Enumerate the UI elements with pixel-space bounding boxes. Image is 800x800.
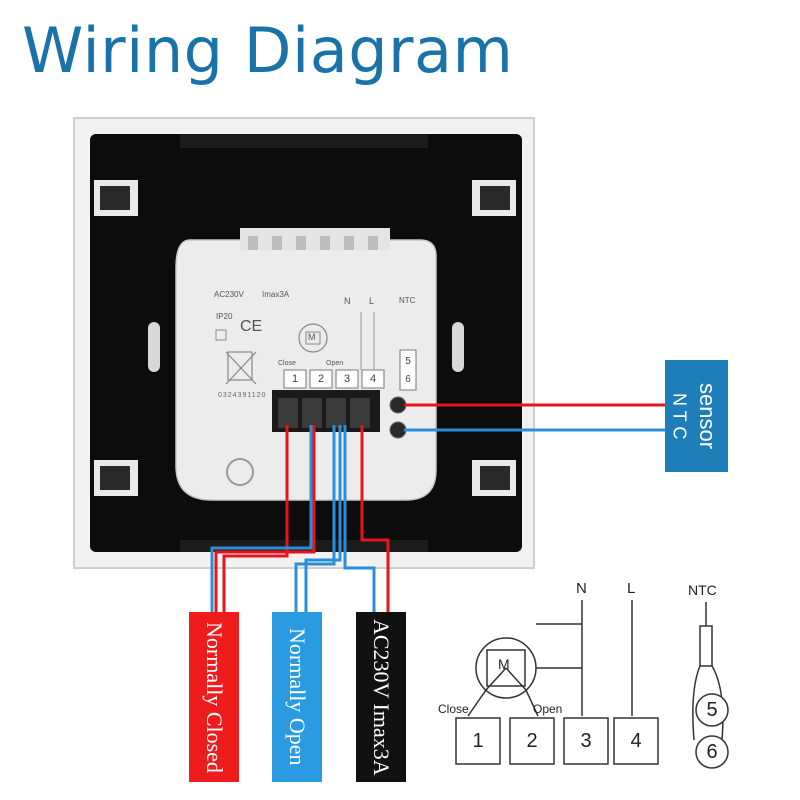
schematic-terminals [455, 693, 729, 769]
schematic-terminal-3: 3 [580, 729, 592, 752]
wires [210, 403, 665, 612]
device-current-label: Imax3A [262, 290, 290, 299]
device-terminal-3: 3 [343, 373, 351, 385]
schematic-close-label: Close [438, 702, 469, 716]
schematic-terminal-2: 2 [526, 729, 538, 752]
device-ip-rating: IP20 [216, 312, 233, 321]
normally-open-label: Normally Open [285, 628, 310, 766]
device-terminal-2: 2 [317, 373, 325, 385]
page-title: Wiring Diagram [22, 14, 514, 87]
device-motor-label: M [308, 332, 316, 342]
device-label-close: Close [278, 360, 296, 367]
normally-open-box [272, 612, 322, 782]
schematic-l-label: L [627, 580, 636, 597]
power-label: AC230V Imax3A [369, 618, 394, 776]
schematic-terminal-4: 4 [630, 729, 642, 752]
schematic-ntc-terminal-5: 5 [706, 698, 718, 721]
device-voltage-label: AC230V [214, 290, 244, 299]
device-terminal-1: 1 [291, 373, 299, 385]
normally-closed-label: Normally Closed [202, 621, 227, 773]
device-ntc-terminal-6: 6 [405, 373, 411, 385]
sensor-label: sensor [695, 382, 720, 450]
sensor-ntc-label: N T C [669, 392, 690, 440]
schematic-open-label: Open [533, 702, 563, 716]
device-serial: 0324391120 [218, 392, 267, 399]
normally-closed-box [189, 612, 239, 782]
device-label-open: Open [326, 360, 344, 367]
device-ntc-terminal-5: 5 [405, 355, 411, 367]
device-ce-mark: CE [240, 318, 263, 335]
schematic-terminal-1: 1 [472, 729, 484, 752]
device-label-n: N [344, 296, 351, 306]
sensor-box [665, 360, 728, 472]
device-label-l: L [369, 296, 375, 306]
schematic-motor-label: M [498, 656, 510, 672]
schematic-n-label: N [576, 580, 587, 597]
terminal-module [175, 228, 437, 501]
schematic-ntc-label: NTC [688, 582, 717, 598]
device-label-ntc: NTC [399, 296, 416, 305]
power-box [356, 612, 406, 782]
schematic-ntc-terminal-6: 6 [706, 740, 718, 763]
device-terminal-4: 4 [369, 373, 377, 385]
